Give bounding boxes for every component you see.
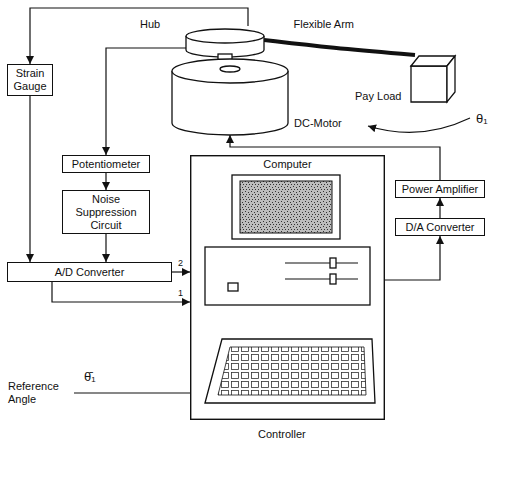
keys [218, 347, 366, 395]
caption-label: Controller [258, 428, 306, 441]
amplifier-box: Power Amplifier [395, 180, 485, 198]
angle-symbol: θ₁ [476, 112, 488, 125]
signal-line [172, 271, 190, 272]
slider-knob [330, 274, 336, 284]
filter-box: Noise Suppression Circuit [62, 190, 150, 234]
port-number: 1 [178, 287, 183, 300]
power-button [228, 283, 238, 291]
signal-line [385, 236, 440, 280]
sensor-box: Potentiometer [62, 155, 150, 173]
signal-line [105, 234, 106, 262]
payload: Pay Load [355, 52, 460, 112]
converter-box: A/D Converter [7, 262, 172, 282]
signal-line [29, 96, 30, 262]
screen [240, 181, 332, 233]
converter-box: D/A Converter [395, 218, 485, 236]
computer-shape [190, 155, 385, 420]
cpu-cabinet [205, 247, 370, 305]
input-arrow [74, 392, 204, 393]
slider-knob [330, 258, 336, 268]
input-label: Reference Angle [8, 380, 70, 406]
computer-box: Computer [190, 155, 385, 420]
cube-front [411, 66, 447, 102]
node-label: Potentiometer [72, 158, 140, 171]
dc-motor: DC-Motor [170, 57, 350, 137]
slider-slot [285, 262, 358, 263]
node-label: D/A Converter [405, 221, 474, 234]
hub-top [186, 29, 264, 43]
motor-top [172, 59, 288, 83]
sensor-box: Strain Gauge [7, 64, 53, 96]
monitor [232, 175, 340, 239]
computer-frame [191, 156, 385, 420]
node-label: Hub [140, 18, 160, 31]
motor-shaft [220, 66, 240, 72]
hub: Hub [140, 18, 268, 58]
node-label: DC-Motor [294, 117, 342, 130]
node-label: Noise Suppression Circuit [66, 193, 146, 232]
payload-shape [355, 52, 460, 112]
signal-line [105, 173, 106, 190]
node-label: Pay Load [355, 90, 401, 103]
node-label: Strain Gauge [11, 67, 49, 93]
cube-side [447, 56, 455, 102]
node-label: A/D Converter [55, 266, 125, 279]
slider-slot [285, 278, 358, 279]
signal-line [52, 282, 190, 302]
signal-line [439, 198, 440, 218]
angle-symbol: θ̄₁ [84, 370, 96, 383]
rotation-arrow [368, 118, 470, 132]
flexible-arm [264, 40, 415, 55]
edge-label: Flexible Arm [292, 18, 357, 31]
port-number: 2 [178, 257, 183, 270]
keyboard [205, 339, 375, 403]
node-label: Power Amplifier [402, 183, 478, 196]
node-label: Computer [190, 158, 385, 171]
